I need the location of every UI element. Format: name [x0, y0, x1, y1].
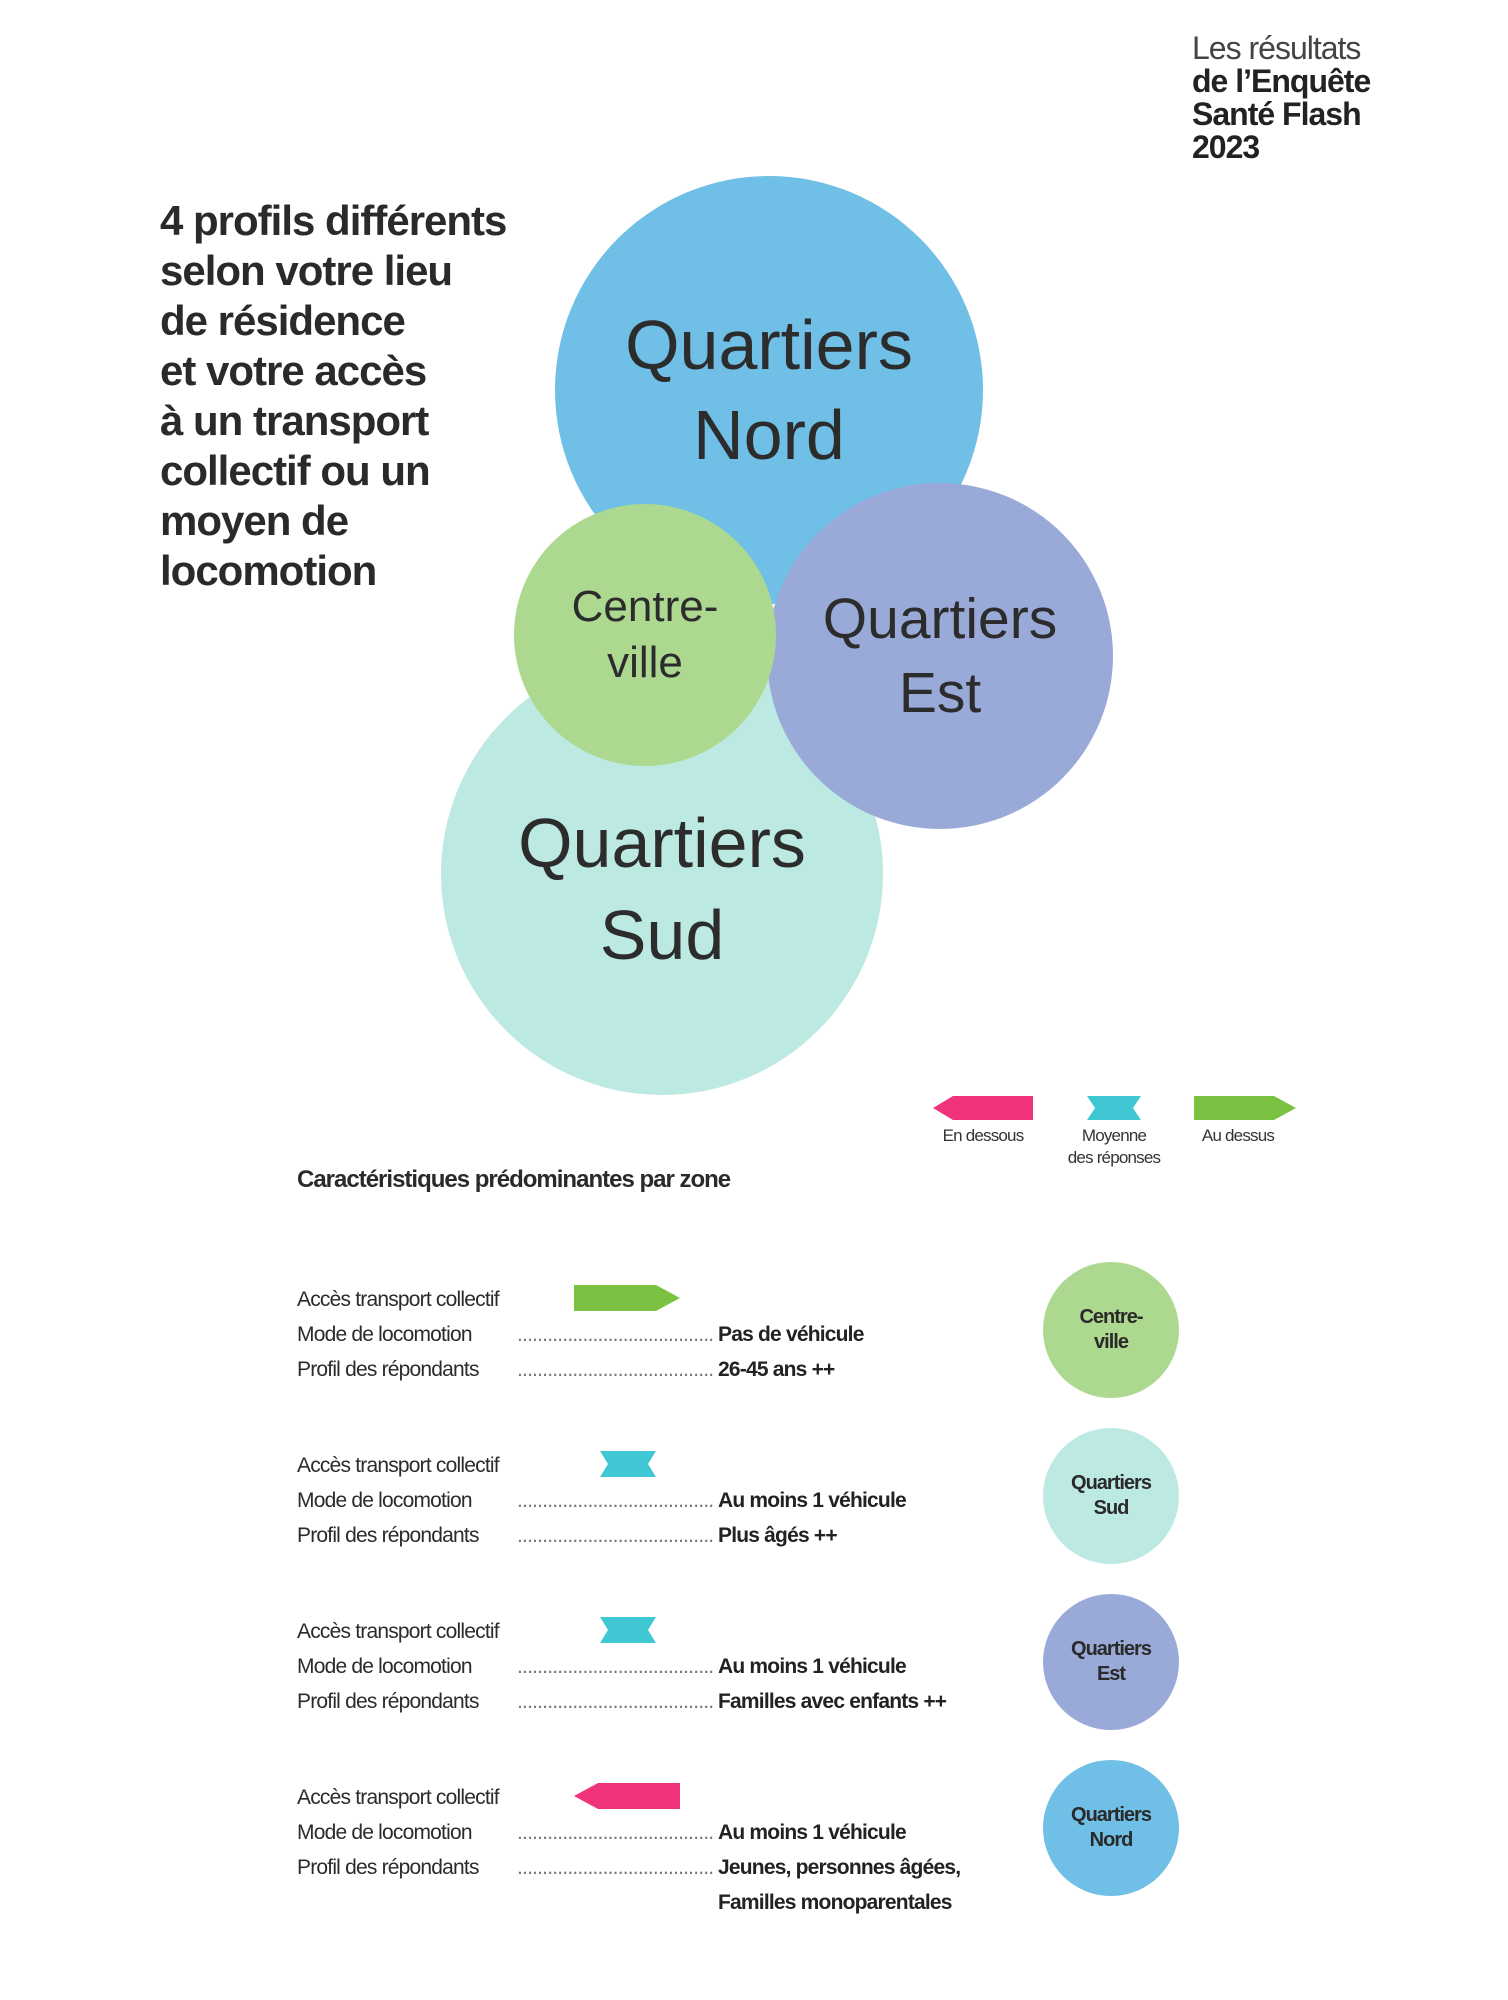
section-heading: Caractéristiques prédominantes par zone — [297, 1166, 731, 1193]
average-ribbon-icon — [1087, 1096, 1141, 1120]
legend-average-label: Moyenne des réponses — [1050, 1125, 1178, 1169]
average-ribbon-icon — [600, 1451, 656, 1477]
zone-badge-label: Est — [1096, 1663, 1126, 1685]
leader-dots: ........................................… — [517, 1821, 713, 1844]
bubble-label: Quartiers — [518, 804, 806, 882]
bubble-label: Est — [898, 661, 982, 725]
legend-below-label: En dessous — [942, 1126, 1025, 1145]
mode-label: Mode de locomotion — [297, 1821, 473, 1844]
header-line: Santé Flash — [1192, 96, 1362, 132]
leader-dots: ........................................… — [517, 1358, 713, 1381]
bubble-label: Sud — [599, 896, 725, 974]
bubble-label: Quartiers — [625, 306, 913, 384]
zone-badge-label: Quartiers — [1071, 1804, 1152, 1826]
mode-value: Au moins 1 véhicule — [718, 1489, 907, 1512]
title-line: collectif ou un — [160, 447, 431, 494]
legend-average-line: des réponses — [1067, 1148, 1161, 1167]
zone-badge-label: Quartiers — [1071, 1472, 1152, 1494]
zone-badge-label: Sud — [1093, 1497, 1130, 1519]
above-arrow-icon — [1194, 1096, 1296, 1120]
mode-value: Au moins 1 véhicule — [718, 1821, 907, 1844]
zone-badge-label: Quartiers — [1071, 1638, 1152, 1660]
title-line: et votre accès — [160, 347, 427, 394]
mode-label: Mode de locomotion — [297, 1323, 473, 1346]
title-line: moyen de — [160, 497, 349, 544]
zone-badge: Centre-ville — [1043, 1262, 1179, 1398]
header-line: Les résultats — [1192, 30, 1361, 66]
legend-average-line: Moyenne — [1081, 1126, 1147, 1145]
page-title: 4 profils différents selon votre lieu de… — [160, 196, 507, 596]
access-label: Accès transport collectif — [297, 1288, 500, 1311]
average-ribbon-icon — [600, 1617, 656, 1643]
legend-above-label: Au dessus — [1201, 1126, 1275, 1145]
below-arrow-icon — [933, 1096, 1033, 1120]
profile-label: Profil des répondants — [297, 1524, 479, 1547]
leader-dots: ........................................… — [517, 1323, 713, 1346]
below-arrow-icon — [574, 1783, 680, 1809]
title-line: locomotion — [160, 547, 377, 594]
leader-dots: ........................................… — [517, 1524, 713, 1547]
bubble-label: Quartiers — [822, 587, 1058, 651]
zone-badge-label: ville — [1094, 1331, 1129, 1353]
title-line: à un transport — [160, 397, 429, 444]
bubble-label: ville — [607, 638, 683, 687]
access-label: Accès transport collectif — [297, 1620, 500, 1643]
zone-badge-label: Centre- — [1079, 1306, 1143, 1328]
leader-dots: ........................................… — [517, 1856, 713, 1879]
bubble-centre-ville: Centre-ville — [514, 504, 776, 766]
access-label: Accès transport collectif — [297, 1786, 500, 1809]
leader-dots: ........................................… — [517, 1655, 713, 1678]
profile-value-2: Familles monoparentales — [718, 1891, 952, 1914]
header-line: de l’Enquête — [1192, 63, 1371, 99]
bubble-label: Centre- — [571, 582, 719, 631]
mode-label: Mode de locomotion — [297, 1655, 473, 1678]
profile-value: Plus âgés ++ — [718, 1524, 838, 1547]
profile-label: Profil des répondants — [297, 1690, 479, 1713]
profile-label: Profil des répondants — [297, 1358, 479, 1381]
title-line: de résidence — [160, 297, 406, 344]
above-arrow-icon — [574, 1285, 680, 1311]
zone-badge-label: Nord — [1089, 1829, 1134, 1851]
access-label: Accès transport collectif — [297, 1454, 500, 1477]
header-year: 2023 — [1192, 129, 1260, 165]
bubble-label: Nord — [693, 396, 845, 474]
profile-value: Familles avec enfants ++ — [718, 1690, 947, 1713]
report-header: Les résultats de l’Enquête Santé Flash 2… — [1192, 30, 1371, 165]
profile-value: 26-45 ans ++ — [718, 1358, 835, 1381]
title-line: 4 profils différents — [160, 197, 507, 244]
leader-dots: ........................................… — [517, 1489, 713, 1512]
mode-value: Au moins 1 véhicule — [718, 1655, 907, 1678]
profile-value: Jeunes, personnes âgées, — [718, 1856, 961, 1879]
profile-label: Profil des répondants — [297, 1856, 479, 1879]
leader-dots: ........................................… — [517, 1690, 713, 1713]
mode-label: Mode de locomotion — [297, 1489, 473, 1512]
mode-value: Pas de véhicule — [718, 1323, 864, 1346]
title-line: selon votre lieu — [160, 247, 453, 294]
